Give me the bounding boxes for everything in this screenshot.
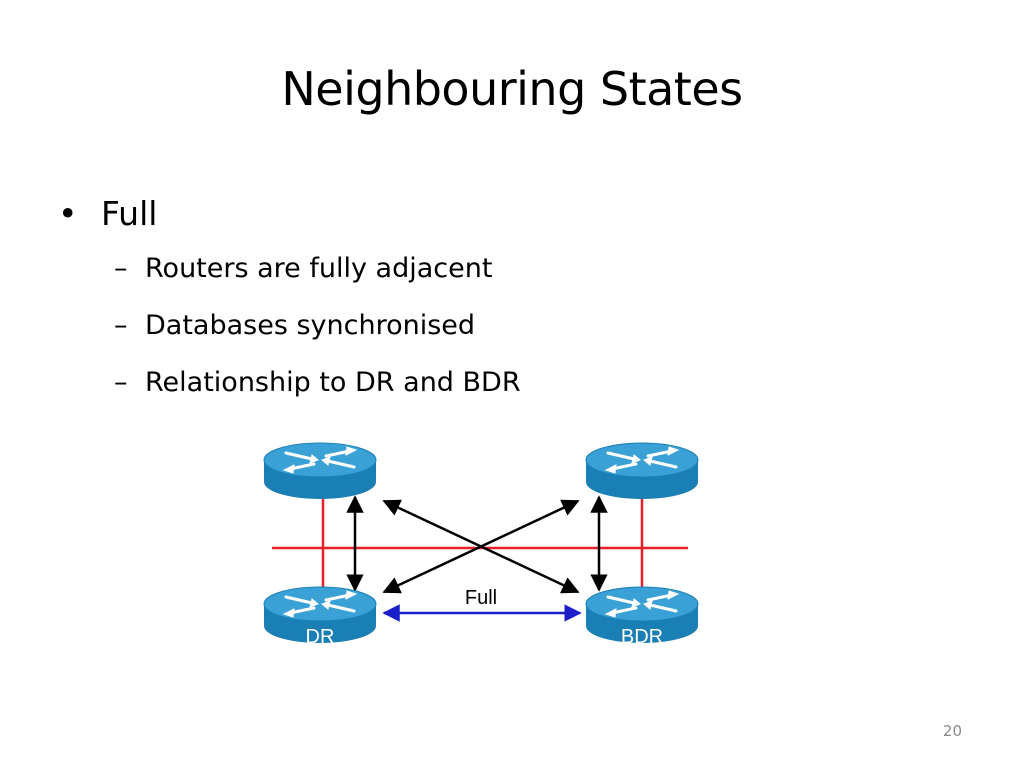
sub-bullet-text: Relationship to DR and BDR bbox=[145, 367, 521, 398]
sub-bullet-list: – Routers are fully adjacent – Databases… bbox=[58, 240, 521, 411]
router-label-bdr: BDR bbox=[621, 626, 663, 648]
bullet-marker: • bbox=[58, 194, 78, 233]
dash-marker: – bbox=[114, 310, 128, 341]
sub-bullet-text: Routers are fully adjacent bbox=[145, 253, 493, 284]
bullet-list: • Full – Routers are fully adjacent – Da… bbox=[58, 188, 521, 411]
sub-bullet-relationship: – Relationship to DR and BDR bbox=[114, 354, 521, 411]
router-label-dr: DR bbox=[306, 626, 335, 648]
slide-title: Neighbouring States bbox=[281, 62, 743, 116]
sub-bullet-adjacent: – Routers are fully adjacent bbox=[114, 240, 521, 297]
dash-marker: – bbox=[114, 253, 128, 284]
sub-bullet-container: – Routers are fully adjacent – Databases… bbox=[58, 240, 521, 411]
router-icon bbox=[262, 441, 378, 501]
adjacency-arrow-diagonal-up bbox=[382, 499, 580, 594]
dash-marker: – bbox=[114, 367, 128, 398]
sub-bullet-text: Databases synchronised bbox=[145, 310, 476, 341]
bullet-full: • Full bbox=[58, 188, 521, 240]
bullet-text: Full bbox=[101, 194, 158, 233]
page-number: 20 bbox=[942, 722, 962, 740]
router-icon bbox=[584, 441, 700, 501]
sub-bullet-databases: – Databases synchronised bbox=[114, 297, 521, 354]
full-link-label: Full bbox=[465, 587, 497, 609]
